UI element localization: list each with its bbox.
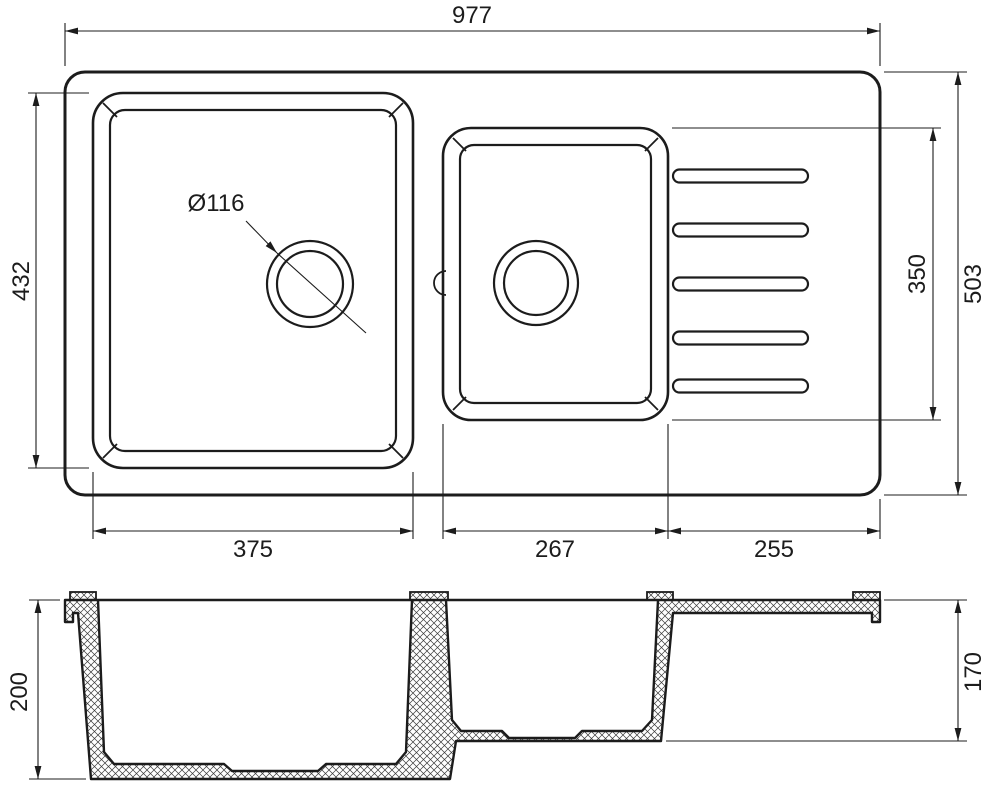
dim-label-overall-height: 503 [960, 264, 987, 304]
middle-basin [433, 126, 670, 422]
overflow-notch [433, 270, 447, 296]
drainboard-rib [671, 168, 810, 184]
dimension-bottom-widths: 375 267 255 [92, 424, 881, 563]
middle-drain-inner-circle [502, 249, 570, 317]
leader-line [245, 220, 278, 254]
corner-tick [644, 396, 659, 411]
dim-label-middle-basin-height: 350 [904, 254, 931, 294]
leader-line [276, 252, 367, 334]
corner-tick [452, 137, 467, 152]
section-view: 200 170 [6, 591, 987, 781]
left-basin-outer-edge [91, 91, 415, 470]
sink-outline [63, 70, 882, 497]
middle-basin-outer-edge [441, 126, 670, 422]
left-drain-inner-circle [275, 249, 345, 319]
dim-label-drainboard-width: 255 [754, 536, 794, 563]
rim-lip [852, 591, 881, 601]
drainboard-rib [671, 378, 810, 394]
left-basin-inner-edge [108, 108, 398, 453]
dimension-left-basin-depth: 200 [6, 599, 86, 780]
middle-basin-corner-ticks [452, 137, 659, 411]
rim-lips [69, 591, 881, 601]
dimension-left-basin-height: 432 [8, 92, 89, 469]
middle-basin-inner-edge [458, 143, 653, 405]
corner-tick [452, 396, 467, 411]
dim-label-middle-basin-width: 267 [535, 536, 575, 563]
dim-label-left-basin-width: 375 [233, 536, 273, 563]
dimension-overall-height: 503 [884, 71, 987, 496]
section-material-profile [63, 598, 882, 781]
dimension-middle-basin-height: 350 [672, 127, 941, 421]
plan-view: Ø116 977 503 432 350 [8, 2, 987, 563]
drainboard [671, 168, 810, 394]
drain-diameter-callout: Ø116 [188, 190, 367, 334]
left-basin-corner-ticks [102, 102, 404, 459]
dim-label-left-basin-depth: 200 [6, 672, 33, 712]
left-drain-outer-circle [265, 239, 355, 329]
corner-tick [102, 102, 118, 118]
drainboard-rib [671, 276, 810, 292]
drainboard-rib [671, 222, 810, 238]
corner-tick [102, 443, 118, 459]
dim-label-overall-width: 977 [452, 2, 492, 29]
corner-tick [388, 443, 404, 459]
drainboard-rib [671, 330, 810, 346]
dim-label-drain-diameter: Ø116 [188, 190, 245, 217]
middle-drain-outer-circle [492, 239, 580, 327]
left-basin [91, 91, 415, 470]
corner-tick [388, 102, 404, 118]
corner-tick [644, 137, 659, 152]
dimension-overall-width: 977 [64, 2, 881, 66]
rim-lip [409, 591, 449, 601]
dimension-right-basin-depth: 170 [666, 599, 987, 742]
dim-label-left-basin-height: 432 [8, 261, 35, 301]
dim-label-right-basin-depth: 170 [960, 652, 987, 692]
rim-lip [646, 591, 674, 601]
rim-lip [69, 591, 97, 601]
